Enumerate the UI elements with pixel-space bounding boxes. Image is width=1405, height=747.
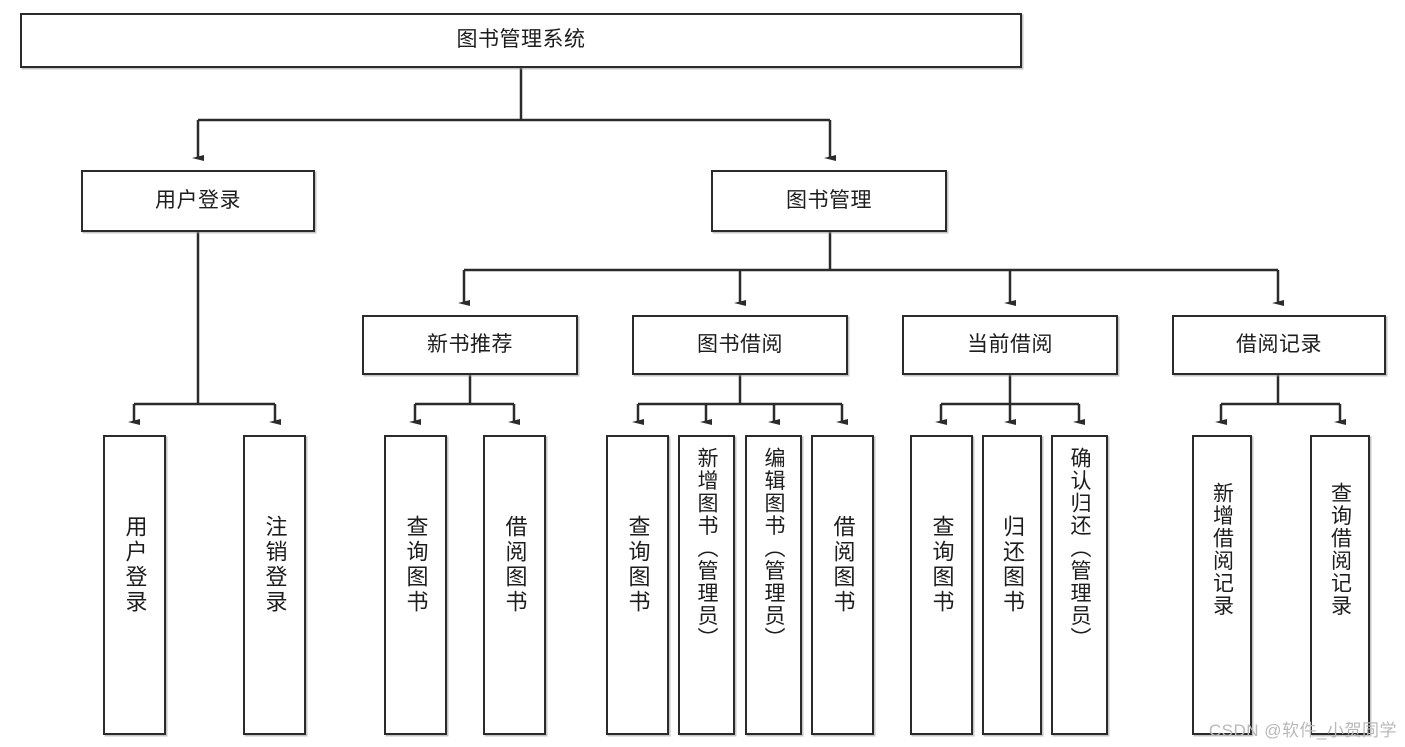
- node-label: 借阅图书: [830, 515, 856, 615]
- leaf-query-book-recommend[interactable]: 查询图书: [384, 435, 447, 735]
- node-label: 新增借阅记录: [1210, 482, 1234, 617]
- leaf-borrow-book[interactable]: 借阅图书: [811, 435, 874, 735]
- node-new-book-recommend[interactable]: 新书推荐: [362, 315, 578, 375]
- node-label: 编辑图书（管理员）: [762, 447, 785, 650]
- leaf-logout[interactable]: 注销登录: [243, 435, 306, 735]
- leaf-user-login[interactable]: 用户登录: [103, 435, 166, 735]
- node-label: 查询借阅记录: [1328, 482, 1352, 617]
- node-label: 借阅图书: [502, 515, 528, 615]
- leaf-return-book[interactable]: 归还图书: [982, 435, 1042, 735]
- node-label: 查询图书: [403, 515, 429, 615]
- leaf-query-borrow-record[interactable]: 查询借阅记录: [1310, 435, 1370, 735]
- leaf-add-book-admin[interactable]: 新增图书（管理员）: [678, 435, 735, 735]
- node-label: 当前借阅: [967, 332, 1053, 356]
- node-root-system[interactable]: 图书管理系统: [20, 13, 1022, 68]
- watermark-text: CSDN @软件_小贺同学: [1208, 721, 1397, 740]
- leaf-query-book-borrow[interactable]: 查询图书: [606, 435, 669, 735]
- node-label: 图书借阅: [697, 332, 783, 356]
- node-label: 归还图书: [1000, 515, 1025, 615]
- leaf-add-borrow-record[interactable]: 新增借阅记录: [1192, 435, 1252, 735]
- node-book-management[interactable]: 图书管理: [711, 170, 947, 232]
- node-label: 查询图书: [929, 515, 955, 615]
- leaf-borrow-book-recommend[interactable]: 借阅图书: [483, 435, 546, 735]
- node-label: 图书管理: [786, 188, 872, 212]
- node-label: 新增图书（管理员）: [695, 447, 718, 650]
- node-label: 用户登录: [122, 515, 148, 615]
- node-label: 确认归还（管理员）: [1068, 447, 1091, 650]
- node-label: 借阅记录: [1236, 332, 1322, 356]
- node-borrow-records[interactable]: 借阅记录: [1172, 315, 1386, 375]
- node-user-login[interactable]: 用户登录: [81, 170, 315, 232]
- node-label: 图书管理系统: [456, 28, 586, 52]
- leaf-edit-book-admin[interactable]: 编辑图书（管理员）: [745, 435, 802, 735]
- node-book-borrow[interactable]: 图书借阅: [632, 315, 848, 375]
- leaf-confirm-return-admin[interactable]: 确认归还（管理员）: [1051, 435, 1108, 735]
- node-current-borrow[interactable]: 当前借阅: [902, 315, 1118, 375]
- node-label: 注销登录: [262, 515, 288, 615]
- node-label: 新书推荐: [427, 332, 513, 356]
- node-label: 用户登录: [155, 188, 241, 212]
- leaf-query-book-current[interactable]: 查询图书: [910, 435, 973, 735]
- node-label: 查询图书: [625, 515, 651, 615]
